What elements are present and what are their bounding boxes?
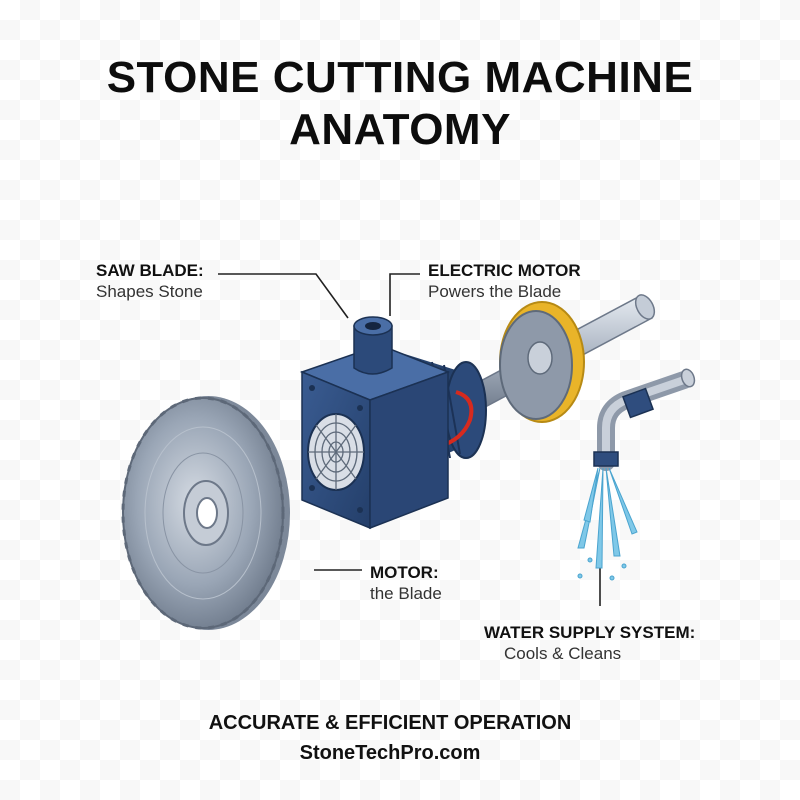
- water-spray-icon: [577, 467, 638, 581]
- water-supply-label: WATER SUPPLY SYSTEM: Cools & Cleans: [484, 622, 695, 664]
- leader-lines: [218, 273, 601, 606]
- saw-blade-label: SAW BLADE: Shapes Stone: [96, 260, 204, 302]
- motor-description: the Blade: [370, 584, 442, 603]
- electric-motor-icon: [299, 316, 487, 530]
- water-supply-description: Cools & Cleans: [504, 644, 622, 663]
- footer-tagline: ACCURATE & EFFICIENT OPERATION: [208, 712, 572, 734]
- electric-motor-description: Powers the Blade: [428, 282, 562, 301]
- electric-motor-leader: [389, 273, 420, 316]
- water-supply-heading: WATER SUPPLY SYSTEM:: [484, 623, 696, 642]
- water-pipe-icon: [593, 368, 696, 471]
- electric-motor-heading: ELECTRIC MOTOR: [428, 261, 581, 280]
- saw-blade-leader: [218, 273, 349, 319]
- footer-website: StoneTechPro.com: [299, 742, 481, 764]
- electric-motor-label: ELECTRIC MOTOR Powers the Blade: [428, 260, 581, 302]
- motor-heading: MOTOR:: [370, 563, 439, 582]
- saw-blade-icon: [121, 396, 290, 630]
- saw-blade-description: Shapes Stone: [96, 282, 203, 301]
- motor-label: MOTOR: the Blade: [370, 562, 442, 604]
- saw-blade-heading: SAW BLADE:: [96, 261, 204, 280]
- page-title: STONE CUTTING MACHINE ANATOMY: [106, 53, 694, 154]
- cooling-fan-icon: [307, 413, 365, 491]
- flange-icon: [499, 301, 585, 423]
